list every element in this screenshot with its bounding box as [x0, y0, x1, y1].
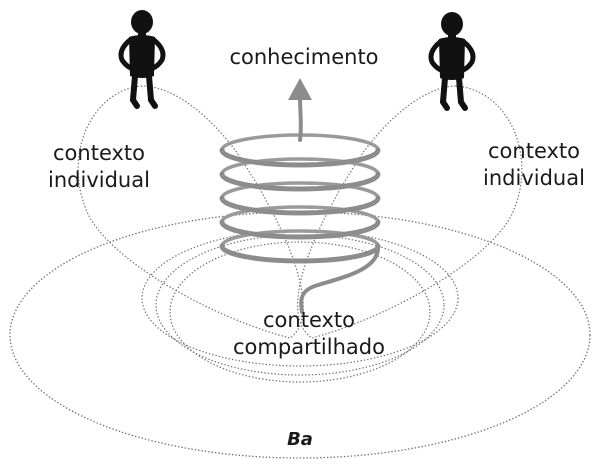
knowledge-label: conhecimento	[229, 45, 379, 69]
label-line: compartilhado	[233, 334, 385, 359]
ba-outer-ellipse	[9, 211, 591, 459]
shared-context-label: contexto compartilhado	[214, 307, 404, 361]
shared-ellipse-3	[169, 241, 431, 383]
individual-context-right-label: contexto individual	[464, 138, 600, 192]
person-figure-icon	[121, 10, 163, 106]
shared-ellipse-1	[141, 229, 459, 367]
individual-loop-left	[77, 85, 304, 339]
individual-loop-right	[297, 85, 523, 339]
label-line: contexto	[53, 141, 145, 165]
label-line: individual	[48, 167, 150, 192]
label-line: individual	[483, 165, 585, 190]
shared-ellipse-2	[155, 234, 445, 376]
ba-label: Ba	[287, 429, 313, 450]
knowledge-spiral	[219, 96, 381, 314]
label-line: contexto	[488, 139, 580, 163]
person-figure-icon	[431, 12, 473, 108]
arrow-up-icon	[288, 78, 312, 100]
individual-context-left-label: contexto individual	[24, 140, 174, 194]
label-line: contexto	[263, 308, 355, 332]
